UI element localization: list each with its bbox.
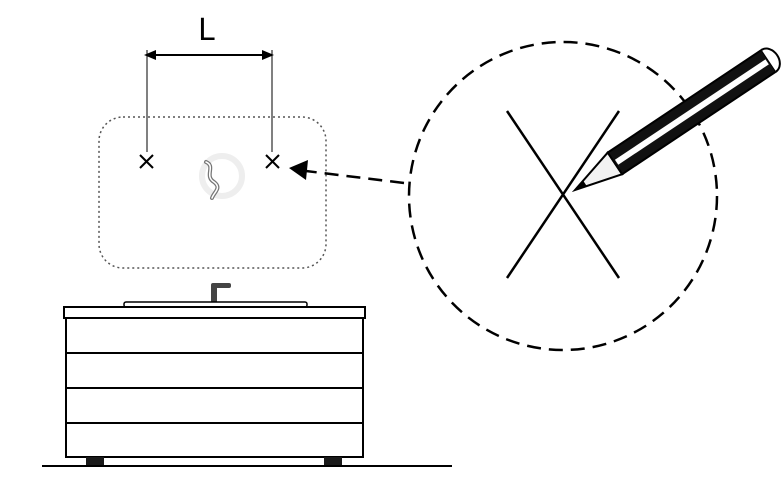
cross-mark-left — [139, 154, 154, 169]
cross-mark-right — [265, 154, 280, 169]
countertop — [63, 306, 366, 319]
pointer-arrowhead — [289, 160, 308, 180]
faucet — [211, 283, 231, 303]
cabinet-foot-left — [86, 457, 104, 466]
dimension-arrow-left — [144, 50, 156, 60]
vanity-cabinet — [63, 306, 366, 466]
pencil-icon — [571, 47, 781, 193]
large-cross — [505, 110, 621, 279]
dimension-arrow-right — [262, 50, 274, 60]
pointer-arrow — [289, 160, 405, 185]
swirl-logo — [199, 153, 245, 200]
dimension-label: L — [198, 13, 215, 48]
dimension-l: L — [144, 13, 274, 152]
cabinet-foot-right — [324, 457, 342, 466]
mirror-outline — [98, 116, 327, 269]
